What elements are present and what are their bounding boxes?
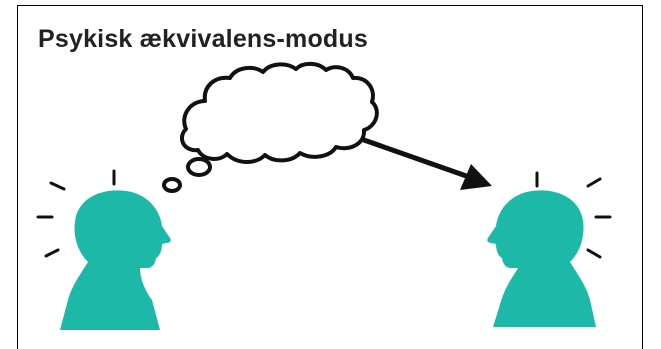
left-person-silhouette (60, 190, 171, 330)
diagram-frame (17, 5, 643, 349)
left-person-emphasis-lines (36, 169, 116, 258)
arrow-shaft (361, 137, 475, 181)
right-person-emphasis-lines (535, 171, 612, 259)
thought-cloud (180, 61, 379, 164)
thought-bubble-medium-circle (186, 157, 212, 177)
diagram-title: Psykisk ækvivalens-modus (38, 25, 368, 53)
arrow-head (460, 164, 492, 190)
thought-bubble-small-circle (162, 177, 182, 193)
right-person-silhouette (487, 190, 596, 327)
